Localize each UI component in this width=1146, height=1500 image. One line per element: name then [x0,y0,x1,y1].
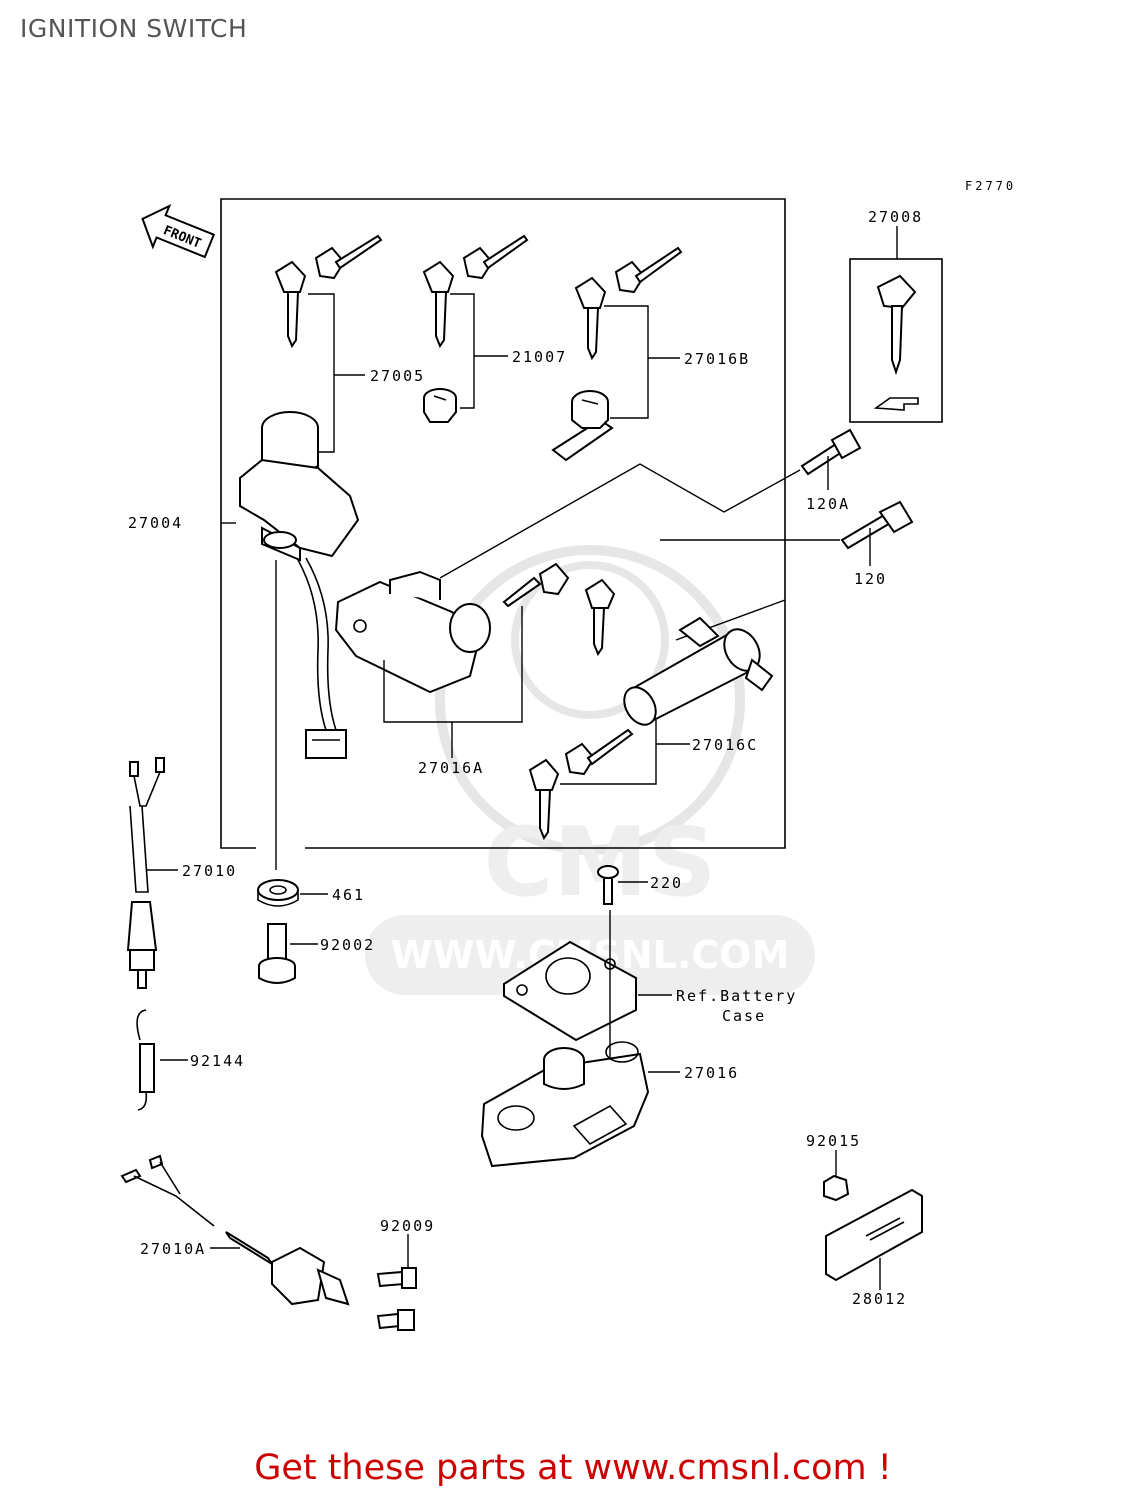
page-title: IGNITION SWITCH [20,14,248,43]
ignition-switch-27004 [239,411,360,759]
label-27016: 27016 [684,1064,739,1082]
parts-diagram: CMS WWW.CMSNL.COM F2770 FRONT [120,179,1016,1331]
lock-27016b [551,390,614,462]
group-frame [220,198,786,849]
cylinder-21007 [423,388,457,423]
label-27010: 27010 [182,862,237,880]
label-21007: 21007 [512,348,567,366]
label-27005: 27005 [370,367,425,385]
diagram-code: F2770 [965,179,1016,193]
key-icon-27005 [274,234,383,349]
label-92009: 92009 [380,1217,435,1235]
key-icon-21007 [422,234,529,349]
key-icon-27016c [528,728,634,841]
label-461: 461 [332,886,365,904]
bolts-92009 [376,1267,417,1331]
label-220: 220 [650,874,683,892]
watermark-brand: CMS [484,808,717,918]
label-27004: 27004 [128,514,183,532]
washer-461 [257,879,299,907]
label-27016c: 27016C [692,736,758,754]
bolt-120a [800,428,862,476]
wire-harness-27010 [126,757,165,989]
footer-link[interactable]: Get these parts at www.cmsnl.com ! [254,1448,892,1488]
spring-92144 [136,1009,155,1111]
nut-92015 [823,1174,850,1202]
label-27010a: 27010A [140,1240,206,1258]
lock-cylinder-27016c [623,616,774,726]
label-27008: 27008 [868,208,923,226]
label-27016b: 27016B [684,350,750,368]
label-28012: 28012 [852,1290,907,1308]
label-case: Case [722,1007,766,1025]
label-27016a: 27016A [418,759,484,777]
key-icon-27016b [574,246,683,361]
lock-27016 [480,1041,650,1168]
label-120a: 120A [806,495,850,513]
battery-case-plate [503,940,637,1042]
label-ref-battery: Ref.Battery [676,987,797,1005]
label-120: 120 [854,570,887,588]
front-arrow-icon: FRONT [141,203,216,259]
seat-lock-27016a [334,570,491,694]
bolt-92002 [258,923,296,984]
switch-27010a [120,1154,350,1306]
label-92144: 92144 [190,1052,245,1070]
label-92002: 92002 [320,936,375,954]
label-28012 [825,1188,923,1282]
part-labels: 27008 27005 21007 27016B 120A 120 27004 … [128,208,923,1308]
spare-key-group [849,226,943,423]
bolt-120 [840,500,914,550]
key-icon-27016a [502,562,616,657]
screw-220 [597,865,619,905]
label-92015: 92015 [806,1132,861,1150]
